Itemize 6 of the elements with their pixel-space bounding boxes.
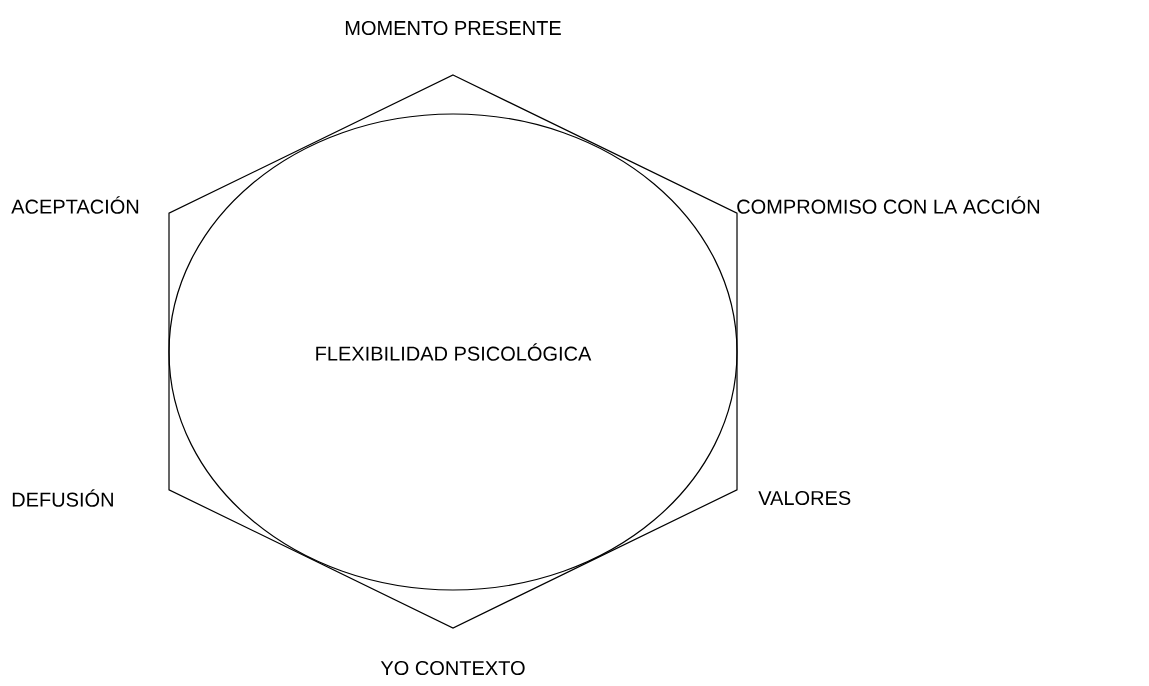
vertex-label: ACEPTACIÓN <box>11 196 139 214</box>
vertex-label: COMPROMISO CON LA ACCIÓN <box>737 196 1040 214</box>
vertex-label: VALORES <box>758 490 851 506</box>
vertex-label: YO CONTEXTO <box>380 660 525 676</box>
vertex-label: MOMENTO PRESENTE <box>345 20 561 36</box>
vertex-label: DEFUSIÓN <box>12 489 113 507</box>
